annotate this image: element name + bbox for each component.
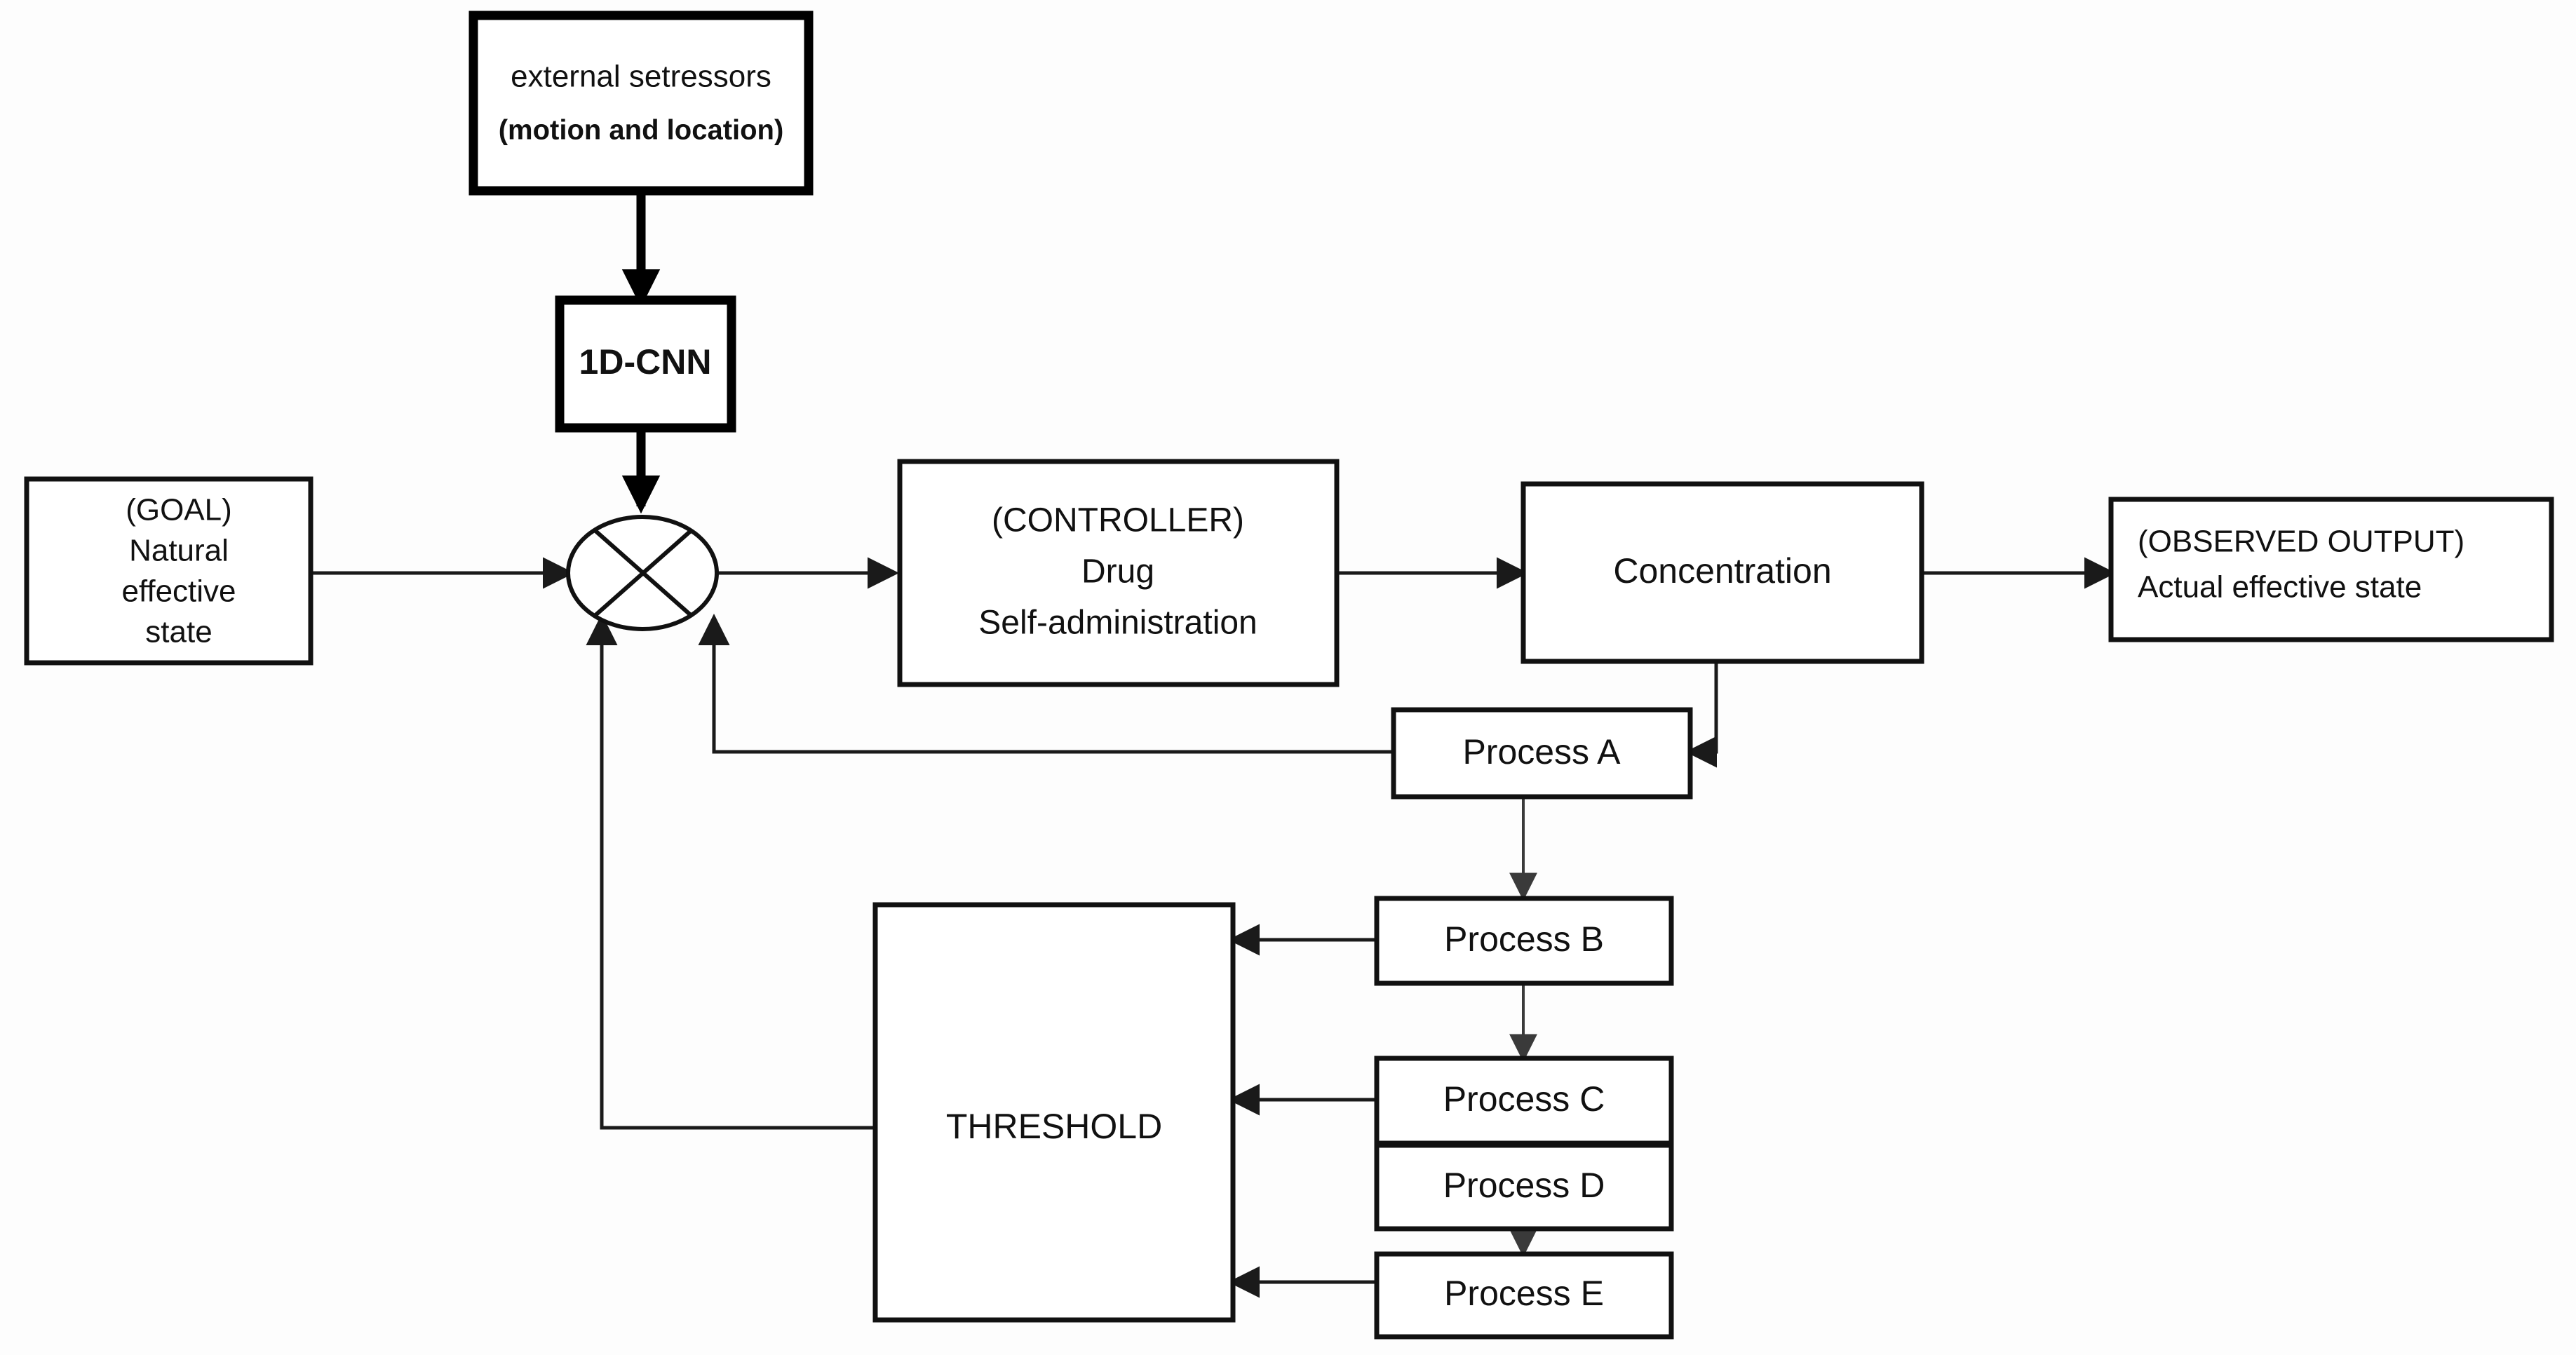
goal-label-line2: Natural (129, 534, 229, 568)
node-process-e[interactable]: Process E (1374, 1251, 1674, 1340)
process-e-label: Process E (1444, 1274, 1604, 1313)
threshold-label: THRESHOLD (946, 1107, 1162, 1146)
edge-concentration-to-process-a (1685, 661, 1718, 768)
process-b-label: Process B (1444, 919, 1604, 959)
node-observed-output[interactable]: (OBSERVED OUTPUT) Actual effective state (2108, 497, 2554, 642)
node-summing-junction[interactable] (566, 515, 719, 631)
node-goal[interactable]: (GOAL) Natural effective state (24, 476, 313, 666)
node-process-d[interactable]: Process D (1374, 1142, 1674, 1232)
external-stressors-label-line2: (motion and location) (499, 115, 784, 146)
observed-output-label-line2: Actual effective state (2138, 570, 2422, 605)
observed-output-label-line1: (OBSERVED OUTPUT) (2138, 525, 2464, 559)
concentration-label: Concentration (1613, 551, 1831, 591)
edge-process-a-to-junction (698, 613, 1394, 754)
goal-label-line3: effective (121, 574, 236, 609)
controller-label-line3: Self-administration (978, 605, 1257, 642)
process-d-label: Process D (1443, 1166, 1605, 1205)
goal-label-line4: state (145, 615, 212, 649)
external-stressors-label-line1: external setressors (511, 60, 771, 94)
controller-label-line2: Drug (1081, 553, 1154, 591)
node-process-c[interactable]: Process C (1374, 1056, 1674, 1146)
node-1d-cnn[interactable]: 1D-CNN (555, 295, 736, 433)
node-external-stressors[interactable]: external setressors (motion and location… (468, 11, 814, 196)
goal-label-line1: (GOAL) (126, 493, 232, 527)
cnn-label: 1D-CNN (579, 342, 712, 382)
node-controller[interactable]: (CONTROLLER) Drug Self-administration (897, 459, 1340, 687)
edge-threshold-to-junction (586, 613, 875, 1130)
controller-label-line1: (CONTROLLER) (992, 502, 1244, 539)
node-concentration[interactable]: Concentration (1520, 481, 1924, 664)
node-process-a[interactable]: Process A (1391, 707, 1693, 800)
process-c-label: Process C (1443, 1079, 1605, 1119)
node-threshold[interactable]: THRESHOLD (872, 902, 1236, 1323)
node-process-b[interactable]: Process B (1374, 896, 1674, 986)
process-a-label: Process A (1462, 732, 1621, 771)
